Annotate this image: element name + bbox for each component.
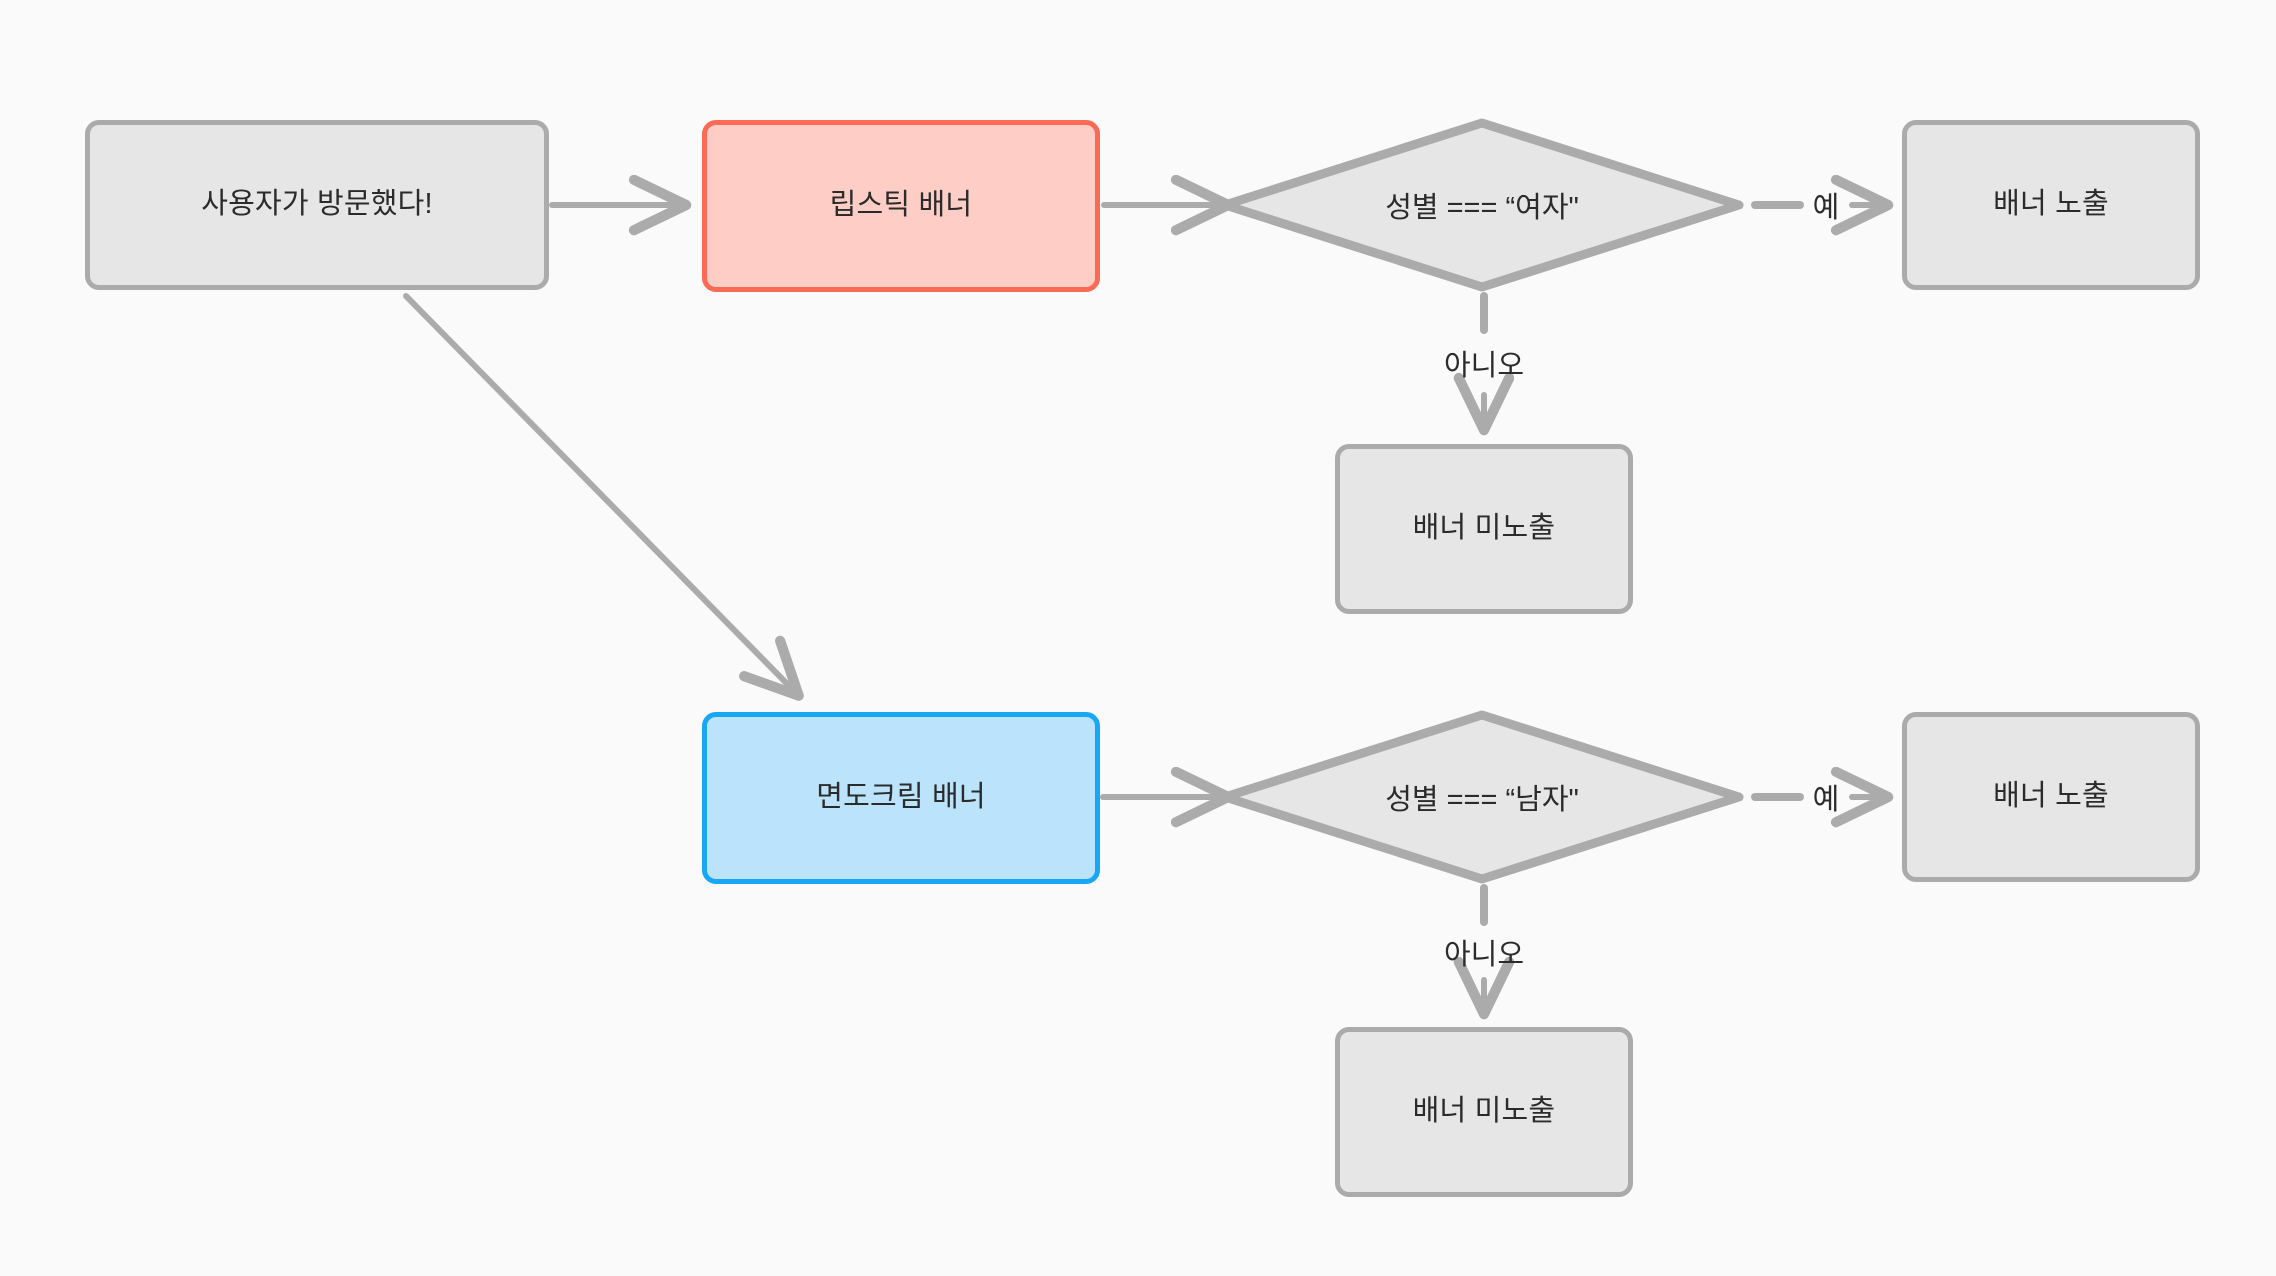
- node-hide-banner-male[interactable]: 배너 미노출: [1335, 1027, 1633, 1197]
- node-hide-banner-female[interactable]: 배너 미노출: [1335, 444, 1633, 614]
- node-shaving-cream-banner-label: 면도크림 배너: [816, 781, 986, 814]
- node-lipstick-banner[interactable]: 립스틱 배너: [702, 120, 1100, 292]
- edge-label-female-yes-text: 예: [1812, 192, 1840, 224]
- node-lipstick-banner-label: 립스틱 배너: [829, 189, 973, 222]
- node-start-label: 사용자가 방문했다!: [201, 188, 433, 221]
- node-show-banner-female[interactable]: 배너 노출: [1902, 120, 2200, 290]
- edge-label-male-yes-text: 예: [1812, 784, 1840, 816]
- node-decision-male[interactable]: 성별 === “남자": [1217, 707, 1747, 887]
- diamond-shape-female: [1220, 118, 1744, 292]
- node-decision-female-label: 성별 === “여자": [1385, 192, 1579, 224]
- node-show-banner-male-label: 배너 노출: [1993, 780, 2109, 813]
- edge-label-male-yes: 예: [1813, 776, 1840, 818]
- node-hide-banner-female-label: 배너 미노출: [1412, 512, 1556, 545]
- node-start[interactable]: 사용자가 방문했다!: [85, 120, 549, 290]
- edge-label-female-no-text: 아니오: [1443, 350, 1525, 382]
- node-hide-banner-male-label: 배너 미노출: [1412, 1095, 1556, 1128]
- edge-label-male-no: 아니오: [1444, 931, 1524, 973]
- edge-start-to-shaving-cream: [403, 293, 800, 697]
- edge-label-male-no-text: 아니오: [1443, 939, 1525, 971]
- node-show-banner-female-label: 배너 노출: [1993, 188, 2109, 221]
- node-show-banner-male[interactable]: 배너 노출: [1902, 712, 2200, 882]
- node-shaving-cream-banner[interactable]: 면도크림 배너: [702, 712, 1100, 884]
- edge-label-female-yes: 예: [1813, 184, 1840, 226]
- node-decision-male-label: 성별 === “남자": [1385, 784, 1579, 816]
- diamond-shape-male: [1220, 710, 1744, 884]
- edge-label-female-no: 아니오: [1444, 342, 1524, 384]
- node-decision-female[interactable]: 성별 === “여자": [1217, 115, 1747, 295]
